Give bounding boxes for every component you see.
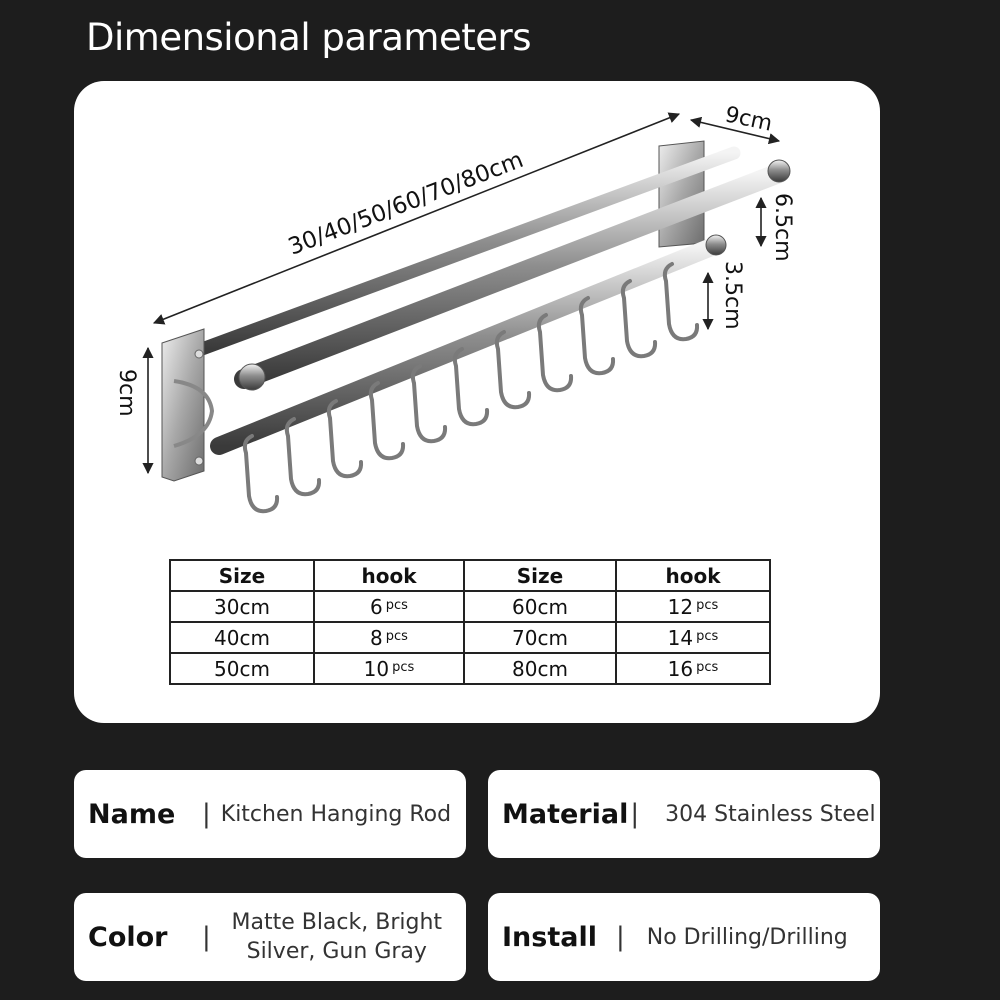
hook-gap-label: 3.5cm [720, 261, 745, 330]
dimension-panel: 30/40/50/60/70/80cm 9cm 6.5cm 3.5cm 9cm … [74, 81, 880, 723]
size-cell: 30cm [169, 590, 315, 623]
size-cell: 40cm [169, 621, 315, 654]
rack-diagram: 30/40/50/60/70/80cm 9cm 6.5cm 3.5cm 9cm [114, 102, 795, 514]
hook-rod [210, 237, 723, 455]
unit-text: pcs [696, 628, 719, 644]
table-header-row: Size hook Size hook [169, 559, 771, 592]
color-card: Color | Matte Black, Bright Silver, Gun … [74, 893, 466, 981]
rod-gap-label: 6.5cm [770, 193, 795, 262]
separator: | [202, 799, 211, 829]
dimension-lines [142, 112, 781, 475]
install-card: Install | No Drilling/Drilling [488, 893, 880, 981]
material-card: Material | 304 Stainless Steel [488, 770, 880, 858]
separator: | [630, 799, 640, 829]
install-value: No Drilling/Drilling [646, 924, 848, 950]
height-label: 9cm [114, 369, 139, 417]
unit-text: pcs [696, 597, 719, 613]
size-cell: 60cm [463, 590, 617, 623]
hook-count: 14 [667, 625, 694, 650]
hook-count: 16 [667, 656, 694, 681]
name-label: Name [88, 798, 176, 830]
size-cell: 50cm [169, 652, 315, 685]
hook-count: 8 [370, 625, 383, 650]
depth-label: 9cm [723, 102, 775, 136]
material-value: 304 Stainless Steel [665, 801, 876, 827]
size-cell: 70cm [463, 621, 617, 654]
unit-text: pcs [385, 597, 408, 613]
name-card: Name | Kitchen Hanging Rod [74, 770, 466, 858]
material-label: Material [502, 798, 629, 830]
upper-rod-endcap [767, 159, 791, 183]
hook-count: 6 [370, 594, 383, 619]
install-label: Install [502, 921, 597, 953]
size-cell: 80cm [463, 652, 617, 685]
separator: | [202, 922, 211, 952]
color-label: Color [88, 921, 168, 953]
unit-text: pcs [385, 628, 408, 644]
header-size: Size [463, 559, 617, 592]
header-hook: hook [615, 559, 771, 592]
left-bracket [161, 328, 215, 482]
color-value-line: Matte Black, Bright [231, 910, 443, 935]
name-value: Kitchen Hanging Rod [220, 801, 452, 827]
unit-text: pcs [392, 659, 415, 675]
unit-text: pcs [696, 659, 719, 675]
color-value: Matte Black, Bright Silver, Gun Gray [227, 908, 447, 966]
upper-rod [234, 163, 789, 389]
hook-rod-endcap [705, 234, 727, 256]
upper-rod-left-endcap [238, 363, 266, 391]
header-hook: hook [313, 559, 465, 592]
header-size: Size [169, 559, 315, 592]
hook-count: 12 [667, 594, 694, 619]
hook-count: 10 [363, 656, 390, 681]
page-title: Dimensional parameters [86, 16, 532, 59]
color-value-line: Silver, Gun Gray [246, 939, 427, 964]
separator: | [616, 922, 625, 952]
